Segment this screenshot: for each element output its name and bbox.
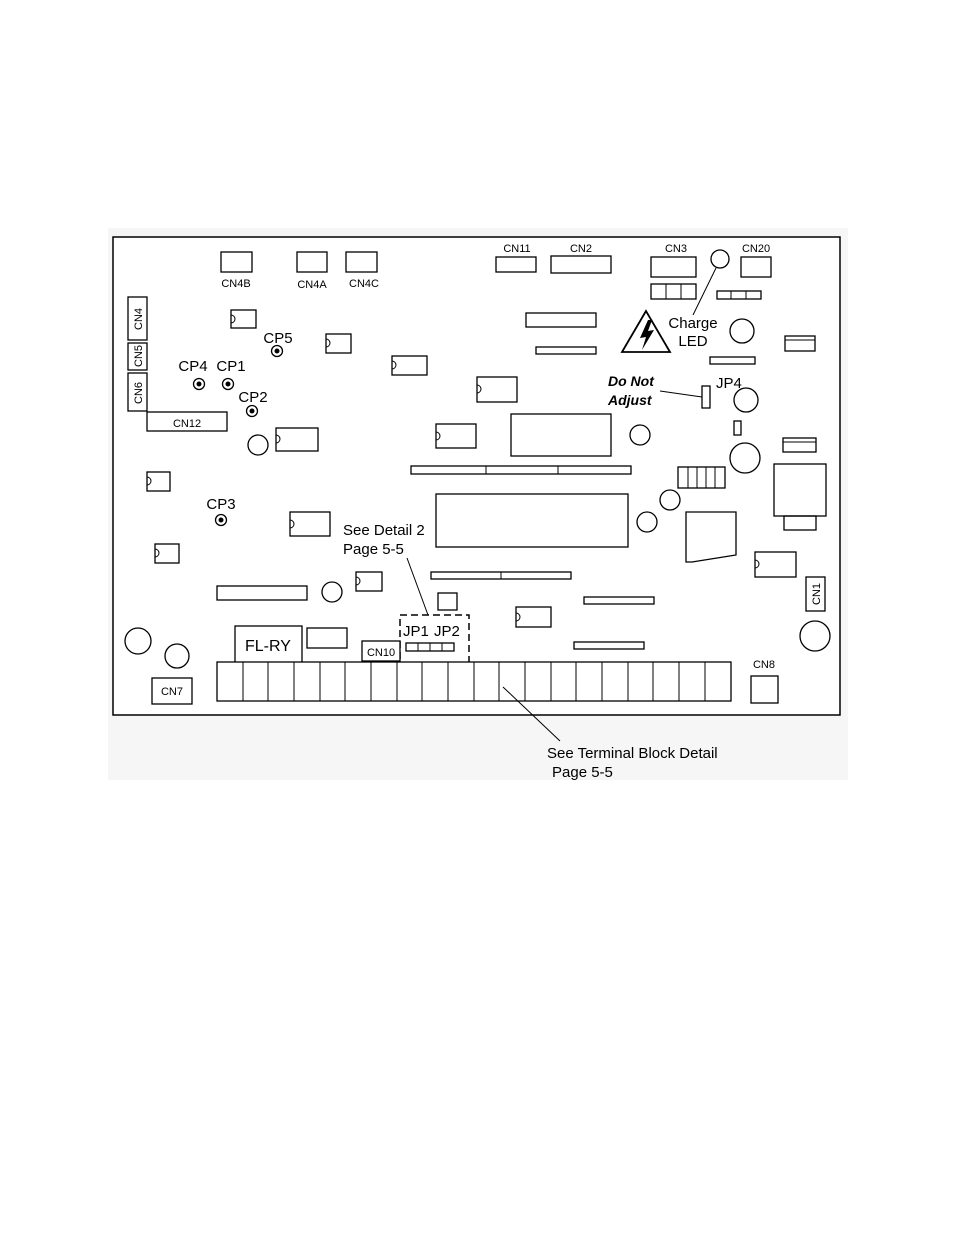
label-cn8: CN8 — [753, 659, 775, 671]
label-cp5: CP5 — [263, 330, 292, 347]
board-outline — [113, 237, 840, 715]
label-cn2: CN2 — [570, 243, 592, 255]
callout-terminal-page: Page 5-5 — [552, 764, 613, 781]
label-jp2: JP2 — [434, 623, 460, 640]
label-cn4b: CN4B — [221, 278, 250, 290]
label-jp4: JP4 — [716, 375, 742, 392]
label-cn6: CN6 — [133, 382, 145, 404]
callout-detail-2-page: Page 5-5 — [343, 541, 404, 558]
label-cn3: CN3 — [665, 243, 687, 255]
callout-see-detail-2: See Detail 2 — [343, 522, 425, 539]
label-cn4a: CN4A — [297, 279, 327, 291]
callout-adjust: Adjust — [607, 392, 653, 408]
label-cp2: CP2 — [238, 389, 267, 406]
label-cn11: CN11 — [503, 243, 530, 255]
label-cn12: CN12 — [173, 418, 201, 430]
label-cn20: CN20 — [742, 243, 770, 255]
label-cp3: CP3 — [206, 496, 235, 513]
label-fl-ry: FL-RY — [245, 638, 291, 655]
callout-see-terminal-block: See Terminal Block Detail — [547, 745, 718, 762]
label-jp1: JP1 — [403, 623, 429, 640]
label-cn10: CN10 — [367, 647, 395, 659]
label-cn4c: CN4C — [349, 278, 379, 290]
label-cp4: CP4 — [178, 358, 207, 375]
label-cn4-side: CN4 — [133, 308, 145, 330]
callout-do-not: Do Not — [608, 373, 655, 389]
callout-led: LED — [678, 333, 707, 350]
label-cp1: CP1 — [216, 358, 245, 375]
label-cn1: CN1 — [811, 583, 823, 605]
callout-charge: Charge — [668, 315, 717, 332]
label-cn7: CN7 — [161, 686, 183, 698]
label-cn5: CN5 — [133, 345, 145, 367]
